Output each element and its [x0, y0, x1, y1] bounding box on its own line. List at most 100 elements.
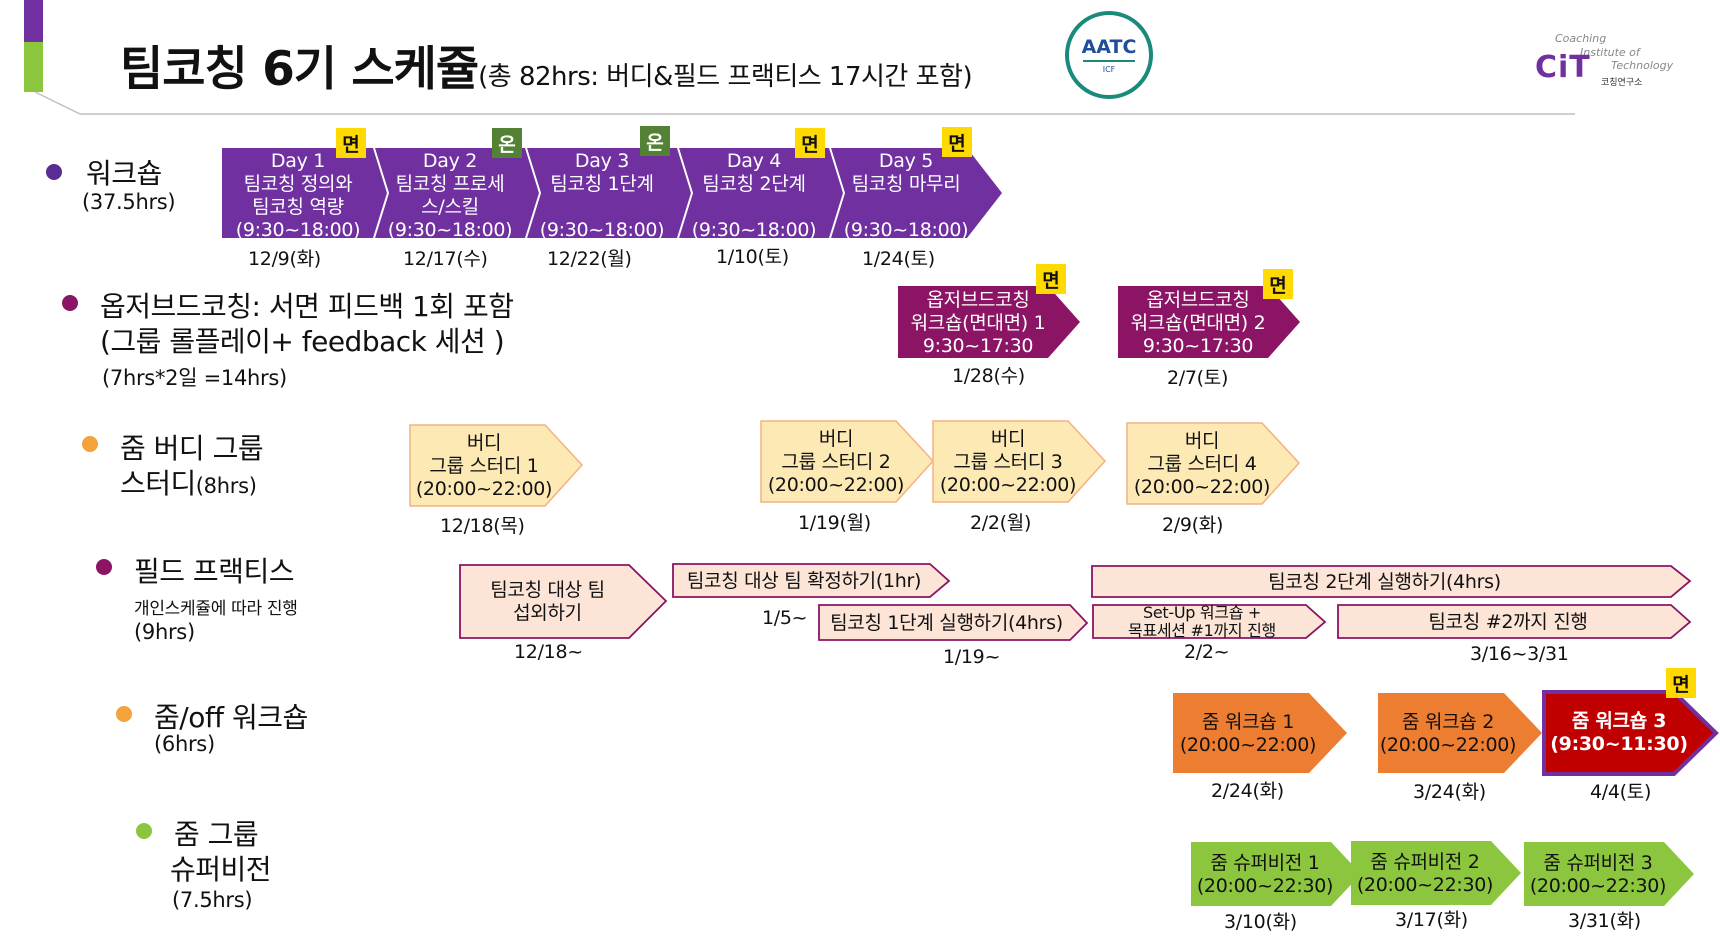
- observed-2-line2: 워크숍(면대면) 2: [1130, 311, 1266, 334]
- observed-2-time: 9:30~17:30: [1142, 334, 1254, 357]
- observed-1-time: 9:30~17:30: [922, 334, 1034, 357]
- observed-arrow-2: [1118, 286, 1300, 358]
- field-setup-line1: Set-Up 워크숍 +: [1142, 604, 1262, 622]
- aatc-logo-line: [1083, 60, 1135, 62]
- zoomws-date-1: 2/24(화): [1211, 780, 1284, 802]
- workshop-date-3: 12/22(월): [547, 248, 632, 270]
- bullet-observed: [62, 295, 78, 311]
- workshop-day-5-day: Day 5: [878, 150, 934, 172]
- field-setup-date: 2/2~: [1184, 641, 1230, 663]
- workshop-date-4: 1/10(토): [716, 246, 789, 268]
- buddy-block-4: 버디 그룹 스터디 4 (20:00~22:00): [1127, 423, 1277, 505]
- supervision-1-line1: 줌 슈퍼비전 1: [1210, 852, 1320, 874]
- badge-face-day5: 면: [942, 127, 972, 157]
- buddy-1-line1: 버디: [466, 431, 502, 454]
- section-field-name: 필드 프랙티스: [134, 555, 294, 588]
- supervision-date-2: 3/17(화): [1395, 909, 1468, 931]
- zoomws-1-line1: 줌 워크숍 1: [1202, 711, 1294, 733]
- field-stage1-date: 1/19~: [943, 646, 1001, 668]
- buddy-1-line2: 그룹 스터디 1: [429, 454, 539, 477]
- buddy-3-line1: 버디: [990, 427, 1026, 450]
- zoomws-2-line2: (20:00~22:00): [1379, 734, 1517, 756]
- buddy-2-line2: 그룹 스터디 2: [781, 450, 891, 473]
- workshop-day-2-time: (9:30~18:00): [387, 219, 513, 241]
- workshop-day-5-time: (9:30~18:00): [843, 219, 969, 241]
- bullet-workshop: [46, 164, 62, 180]
- field-stage1-label: 팀코칭 1단계 실행하기(4hrs): [830, 611, 1063, 634]
- section-workshop-hours: (37.5hrs): [82, 190, 176, 214]
- workshop-day-2-block: Day 2 팀코칭 프로세 스/스킬 (9:30~18:00): [376, 150, 524, 242]
- buddy-2-time: (20:00~22:00): [767, 473, 905, 496]
- cit-technology: Technology: [1611, 59, 1674, 72]
- page-subtitle: (총 82hrs: 버디&필드 프랙티스 17시간 포함): [478, 62, 973, 92]
- supervision-1-line2: (20:00~22:30): [1196, 875, 1334, 897]
- zoomws-date-2: 3/24(화): [1413, 781, 1486, 803]
- cit-logo: Coaching Institute of Technology CiT 코칭연…: [1535, 30, 1685, 90]
- buddy-arrow-2: [760, 420, 935, 503]
- supervision-date-3: 3/31(화): [1568, 910, 1641, 932]
- field-stage2-label: 팀코칭 2단계 실행하기(4hrs): [1268, 570, 1501, 593]
- buddy-block-2: 버디 그룹 스터디 2 (20:00~22:00): [761, 421, 911, 503]
- badge-face-day1: 면: [336, 128, 366, 158]
- supervision-3-line2: (20:00~22:30): [1529, 875, 1667, 897]
- field-recruit-block: 팀코칭 대상 팀 섭외하기: [460, 565, 635, 639]
- workshop-date-5: 1/24(토): [862, 248, 935, 270]
- observed-date-2: 2/7(토): [1167, 367, 1229, 389]
- section-field-note: 개인스케쥴에 따라 진행: [134, 599, 298, 619]
- field-setup-arrow: [1092, 604, 1327, 639]
- buddy-arrow-1: [409, 424, 584, 507]
- workshop-day-2-line2: 스/스킬: [421, 196, 479, 218]
- zoomws-3-line2: (9:30~11:30): [1550, 733, 1688, 755]
- observed-date-1: 1/28(수): [952, 365, 1025, 387]
- buddy-date-4: 2/9(화): [1162, 514, 1224, 536]
- buddy-4-line1: 버디: [1184, 429, 1220, 452]
- section-buddy-line2: 스터디(8hrs): [120, 462, 257, 502]
- workshop-day-5-line1: 팀코칭 마무리: [851, 173, 961, 195]
- header: 팀코칭 6기 스케쥴(총 82hrs: 버디&필드 프랙티스 17시간 포함): [120, 30, 973, 99]
- zoomws-arrow-3: [1542, 690, 1719, 776]
- supervision-arrow-2: [1351, 841, 1521, 905]
- supervision-block-2: 줌 슈퍼비전 2 (20:00~22:30): [1351, 842, 1499, 906]
- buddy-3-time: (20:00~22:00): [939, 473, 1077, 496]
- cit-korean: 코칭연구소: [1601, 78, 1643, 88]
- buddy-arrow-4: [1126, 422, 1301, 505]
- section-buddy-hours: (8hrs): [195, 474, 257, 498]
- field-upto2-label: 팀코칭 #2까지 진행: [1428, 610, 1588, 633]
- buddy-date-1: 12/18(목): [440, 515, 525, 537]
- workshop-day-1-line1: 팀코칭 정의와: [243, 173, 353, 195]
- supervision-2-line1: 줌 슈퍼비전 2: [1370, 851, 1480, 873]
- workshop-day-3-block: Day 3 팀코칭 1단계 (9:30~18:00): [528, 150, 676, 242]
- zoomws-arrow-2: [1378, 693, 1542, 773]
- aatc-logo-text: AATC: [1081, 36, 1137, 58]
- buddy-2-line1: 버디: [818, 427, 854, 450]
- workshop-day-4-day: Day 4: [726, 150, 782, 172]
- workshop-day-4-block: Day 4 팀코칭 2단계 (9:30~18:00): [680, 150, 828, 242]
- field-setup-block: Set-Up 워크숍 + 목표세션 #1까지 진행: [1093, 604, 1311, 640]
- page-title: 팀코칭 6기 스케쥴: [120, 42, 479, 97]
- workshop-arrow-bg: [222, 148, 1002, 238]
- zoomws-1-line2: (20:00~22:00): [1179, 734, 1317, 756]
- field-recruit-line1: 팀코칭 대상 팀: [490, 579, 605, 601]
- section-buddy-name2: 스터디: [120, 467, 196, 500]
- workshop-day-1-block: Day 1 팀코칭 정의와 팀코칭 역량 (9:30~18:00): [224, 150, 372, 242]
- observed-block-2: 옵저브드코칭 워크숍(면대면) 2 9:30~17:30: [1118, 287, 1278, 359]
- supervision-block-1: 줌 슈퍼비전 1 (20:00~22:30): [1191, 843, 1339, 907]
- field-upto2-arrow: [1337, 604, 1692, 639]
- bullet-supervision: [136, 823, 152, 839]
- buddy-4-time: (20:00~22:00): [1133, 475, 1271, 498]
- badge-face-observed2: 면: [1263, 269, 1293, 299]
- field-confirm-arrow: [672, 563, 951, 598]
- field-stage2-arrow: [1091, 565, 1692, 598]
- observed-2-line1: 옵저브드코칭: [1146, 288, 1250, 311]
- bullet-field: [96, 559, 112, 575]
- section-observed-hours: (7hrs*2일 =14hrs): [102, 366, 287, 390]
- section-zoomws-name: 줌/off 워크숍: [154, 701, 308, 734]
- cit-coaching: Coaching: [1555, 32, 1607, 45]
- field-recruit-line2: 섭외하기: [513, 602, 582, 624]
- workshop-day-3-day: Day 3: [574, 150, 630, 172]
- buddy-date-3: 2/2(월): [970, 512, 1032, 534]
- zoomws-arrow-1: [1173, 693, 1347, 773]
- section-observed-name: 옵저브드코칭: 서면 피드백 1회 포함: [100, 290, 514, 323]
- field-setup-line2: 목표세션 #1까지 진행: [1128, 621, 1276, 640]
- zoomws-date-3: 4/4(토): [1590, 781, 1652, 803]
